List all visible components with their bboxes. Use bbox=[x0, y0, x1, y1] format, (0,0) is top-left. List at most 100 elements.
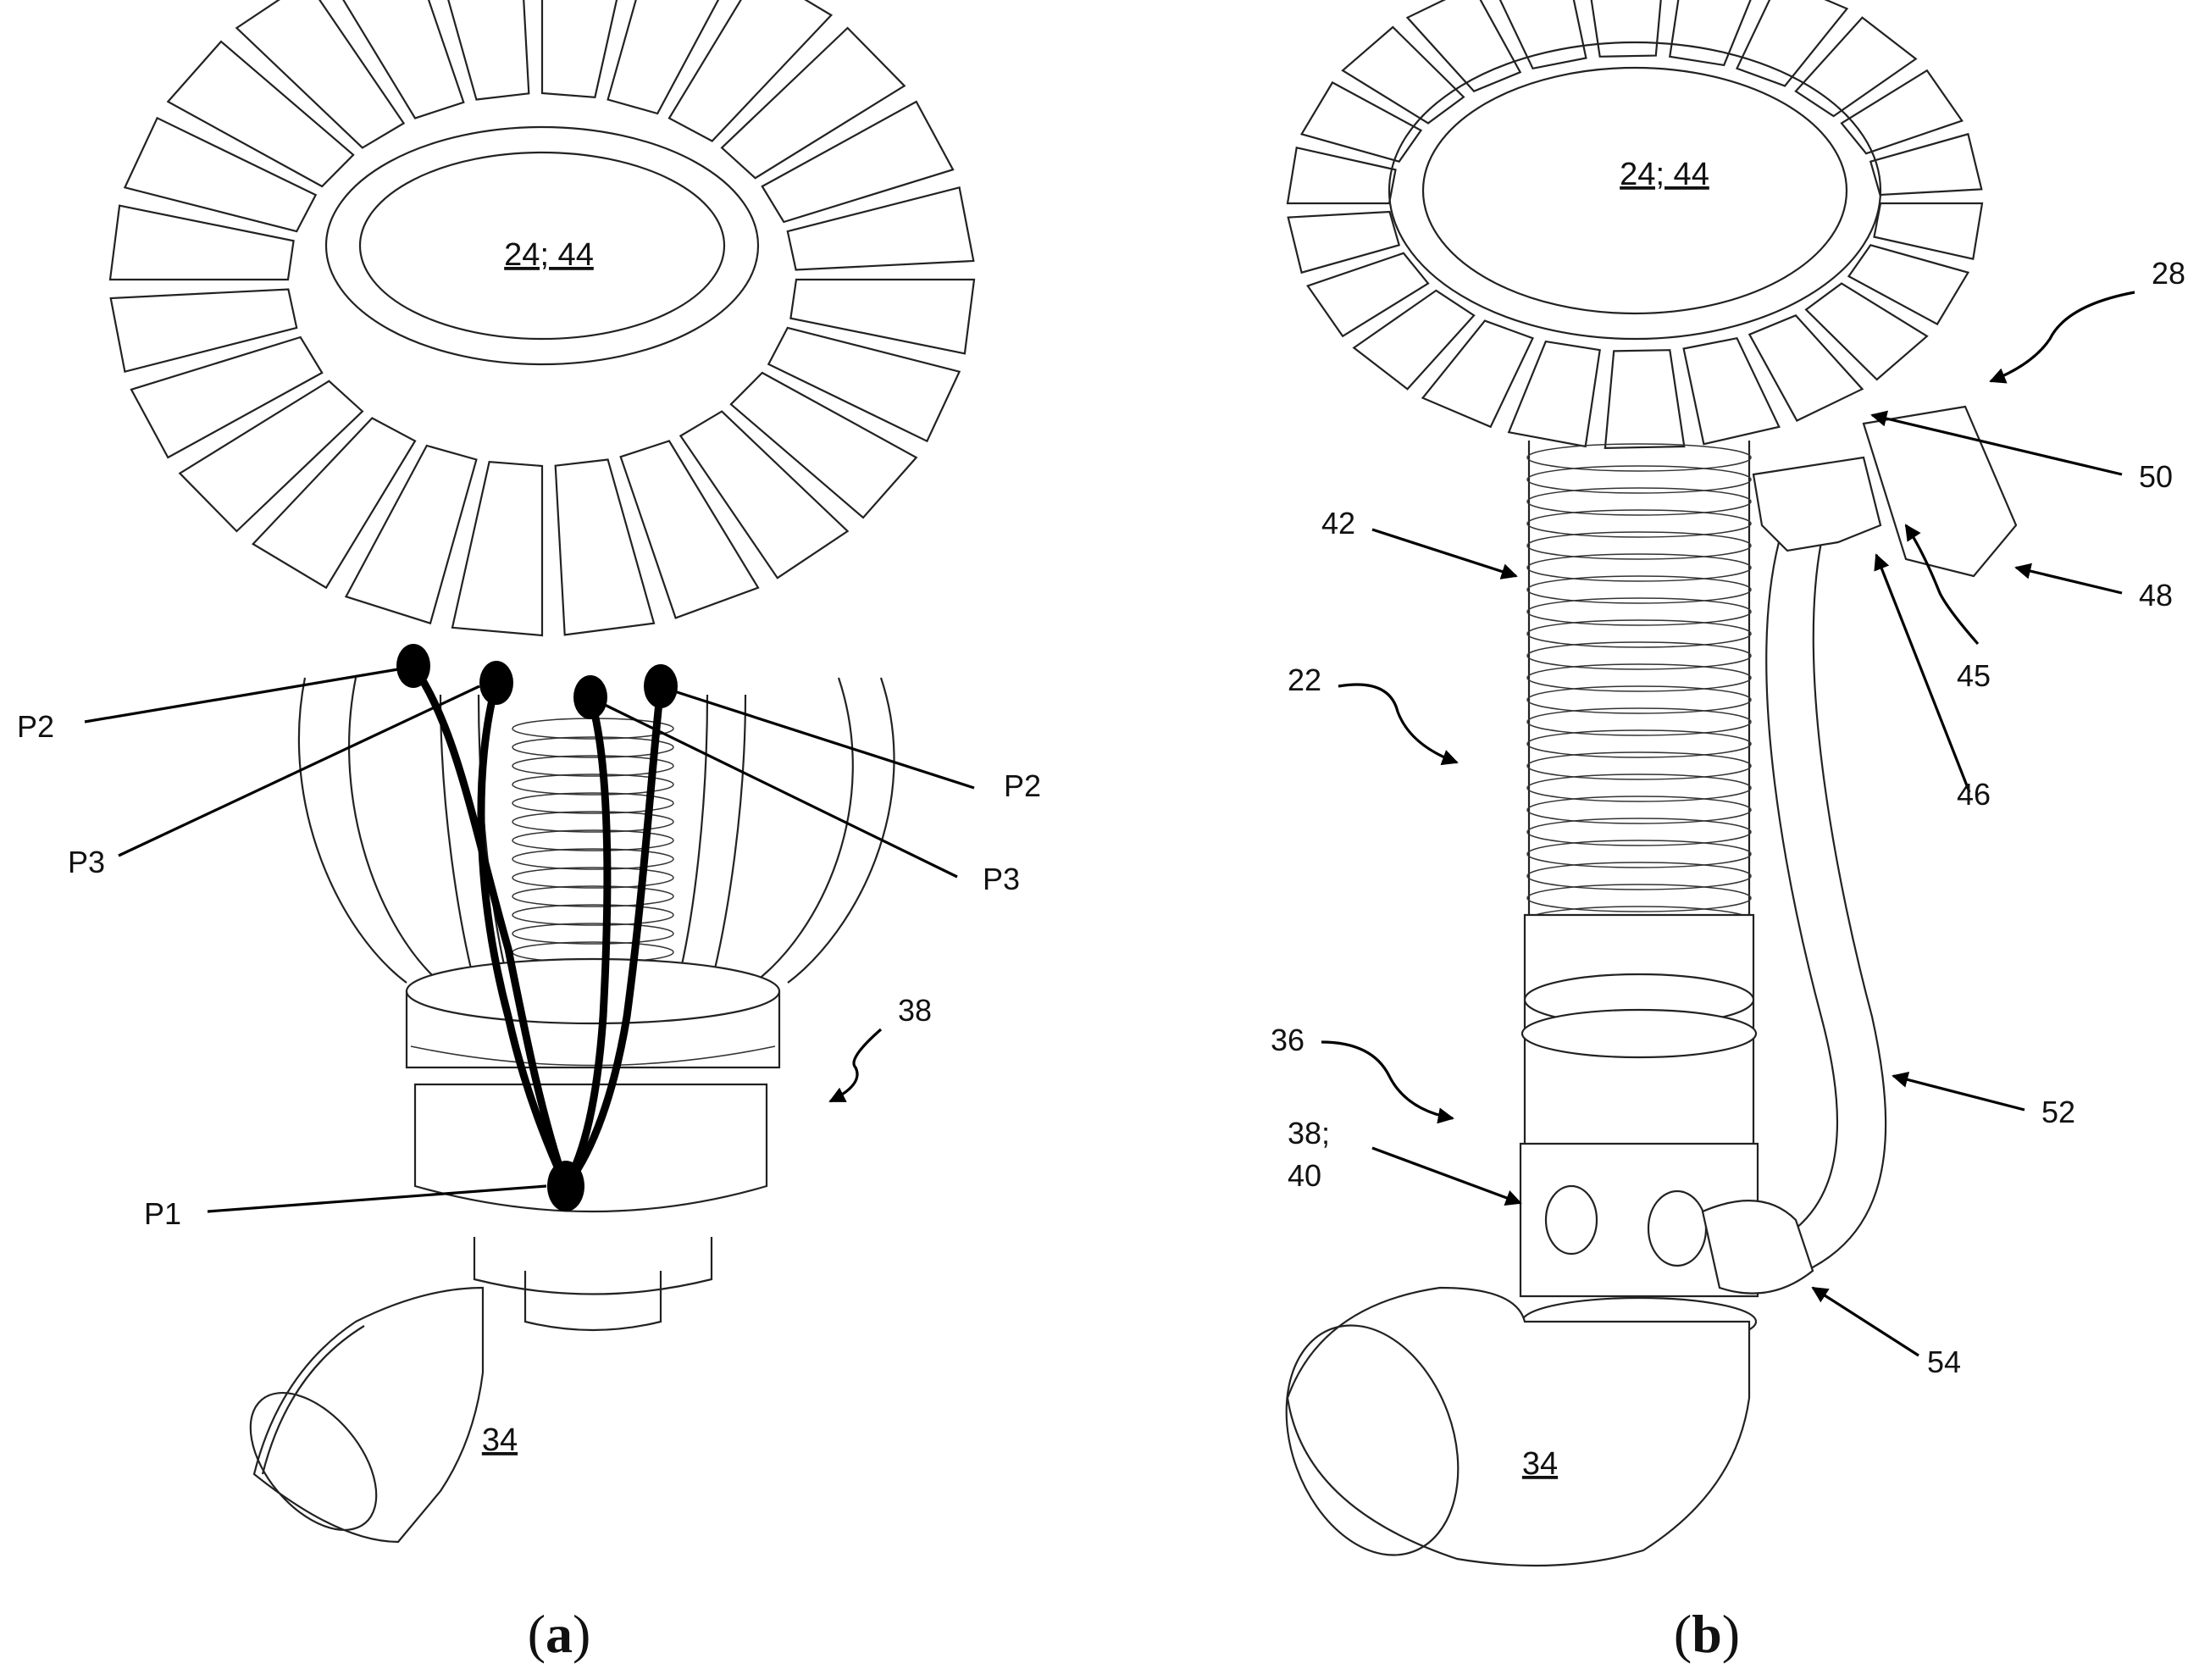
panel-a-corrugated-column bbox=[512, 718, 674, 982]
corrugation-ring bbox=[1526, 443, 1752, 472]
fan-blade bbox=[1287, 210, 1401, 274]
leader-46 bbox=[1874, 553, 1971, 793]
leader-p1 bbox=[207, 1184, 547, 1213]
corrugation-ring bbox=[512, 867, 674, 889]
fan-blade bbox=[1352, 289, 1476, 391]
corrugation-ring bbox=[1526, 531, 1752, 560]
corrugation-ring bbox=[1526, 796, 1752, 824]
label-52: 52 bbox=[2041, 1095, 2075, 1129]
fan-blade bbox=[729, 371, 918, 519]
fan-blade bbox=[1299, 80, 1423, 163]
fan-blade bbox=[679, 410, 850, 579]
label-p2-right: P2 bbox=[1004, 768, 1041, 803]
corrugation-ring bbox=[1526, 840, 1752, 868]
leader-p2-right bbox=[668, 688, 975, 790]
label-p3-right: P3 bbox=[983, 862, 1020, 896]
caption-b-letter: b bbox=[1692, 1604, 1722, 1664]
corrugation-ring bbox=[512, 923, 674, 945]
fan-blade bbox=[1794, 16, 1918, 118]
label-elbow-b: 34 bbox=[1522, 1446, 1558, 1482]
corrugation-ring bbox=[1526, 597, 1752, 626]
leader-36 bbox=[1321, 1040, 1454, 1124]
fan-blade bbox=[130, 335, 324, 459]
fan-blade bbox=[1306, 252, 1430, 338]
leader-50 bbox=[1870, 410, 2123, 476]
panel-a-blade-ring bbox=[108, 0, 976, 637]
fan-blade bbox=[108, 204, 295, 281]
leader-p3-left bbox=[118, 685, 480, 857]
column-outline bbox=[1527, 441, 1751, 923]
leader-38-a bbox=[828, 1028, 883, 1103]
fan-blade bbox=[235, 0, 406, 149]
fan-blade bbox=[1748, 313, 1864, 422]
fan-blade bbox=[720, 26, 906, 180]
label-46: 46 bbox=[1957, 777, 1991, 812]
corrugation-ring bbox=[1526, 818, 1752, 846]
corrugation-ring bbox=[512, 773, 674, 796]
fan-blade bbox=[251, 417, 417, 590]
panel-b-corrugated-column bbox=[1526, 441, 1752, 934]
corrugation-ring bbox=[512, 792, 674, 814]
fan-blade bbox=[1286, 146, 1397, 205]
label-p3-left: P3 bbox=[68, 845, 105, 879]
panel-b-drawing bbox=[1285, 0, 2018, 1567]
leader-54 bbox=[1811, 1286, 1919, 1357]
corrugation-ring bbox=[1526, 465, 1752, 494]
corrugation-ring bbox=[512, 904, 674, 926]
leader-45 bbox=[1904, 524, 1980, 646]
corrugation-ring bbox=[1526, 509, 1752, 538]
label-38-a: 38 bbox=[898, 993, 932, 1028]
label-28: 28 bbox=[2152, 256, 2185, 291]
fan-blade bbox=[1421, 319, 1535, 429]
panel-b-leaders bbox=[1321, 291, 2135, 1357]
fan-blade bbox=[786, 186, 975, 271]
fan-blade bbox=[123, 116, 318, 233]
fan-blade bbox=[540, 0, 618, 98]
fan-blade bbox=[1341, 25, 1465, 125]
label-50: 50 bbox=[2139, 459, 2173, 494]
label-plate-a: 24; 44 bbox=[504, 237, 594, 273]
fan-blade bbox=[1847, 244, 1970, 326]
label-p1: P1 bbox=[144, 1196, 181, 1231]
fan-blade bbox=[1604, 349, 1686, 450]
corrugation-ring bbox=[512, 885, 674, 907]
leader-52 bbox=[1892, 1072, 2025, 1112]
label-42: 42 bbox=[1321, 506, 1355, 541]
leader-28 bbox=[1989, 291, 2135, 384]
fan-blade bbox=[109, 288, 298, 374]
fan-blade bbox=[1873, 202, 1984, 261]
label-54: 54 bbox=[1927, 1345, 1961, 1379]
corrugation-ring bbox=[1526, 707, 1752, 736]
label-48: 48 bbox=[2139, 578, 2173, 613]
corrugation-ring bbox=[1526, 773, 1752, 802]
fan-blade bbox=[344, 444, 478, 625]
leader-38-40 bbox=[1371, 1146, 1522, 1206]
fan-blade bbox=[789, 278, 976, 355]
caption-b: (b) bbox=[1674, 1604, 1740, 1664]
label-36: 36 bbox=[1271, 1023, 1304, 1057]
label-p2-left: P2 bbox=[17, 709, 54, 744]
fan-blade bbox=[1590, 0, 1662, 58]
corrugation-ring bbox=[1526, 575, 1752, 604]
corrugation-ring bbox=[1526, 751, 1752, 780]
leader-p2-left bbox=[84, 668, 399, 724]
corrugation-ring bbox=[512, 811, 674, 833]
leader-42 bbox=[1371, 528, 1518, 579]
fan-blade bbox=[447, 0, 530, 101]
label-elbow-a: 34 bbox=[482, 1422, 518, 1458]
corrugation-ring bbox=[512, 736, 674, 758]
fan-blade bbox=[607, 0, 720, 115]
fan-blade bbox=[1804, 282, 1929, 381]
label-plate-b: 24; 44 bbox=[1620, 157, 1709, 192]
label-45: 45 bbox=[1957, 658, 1991, 693]
label-38-40-line2: 40 bbox=[1288, 1158, 1321, 1193]
corrugation-ring bbox=[1526, 685, 1752, 714]
fan-blade bbox=[1840, 69, 1964, 155]
leader-p3-right bbox=[601, 701, 958, 879]
corrugation-ring bbox=[1526, 619, 1752, 648]
fan-blade bbox=[166, 40, 355, 188]
panel-a-drawing bbox=[108, 0, 976, 1544]
caption-a: (a) bbox=[528, 1604, 591, 1664]
corrugation-ring bbox=[512, 848, 674, 870]
